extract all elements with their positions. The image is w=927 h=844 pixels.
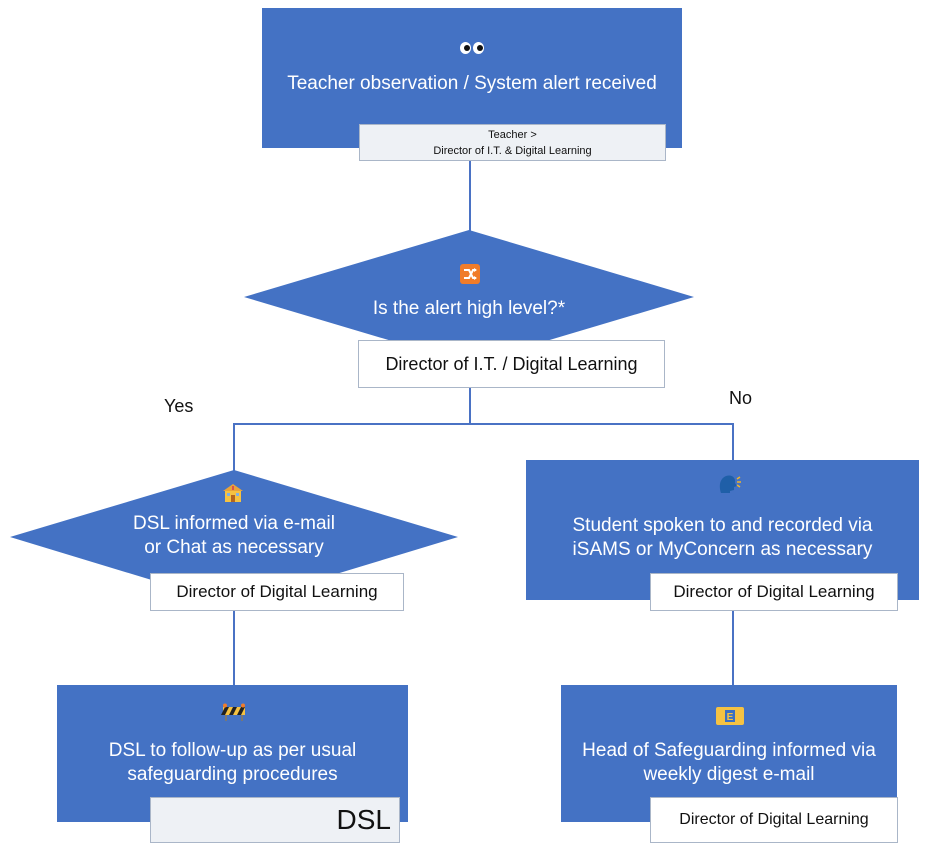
shuffle-icon	[460, 264, 480, 284]
observation-role: Teacher > Director of I.T. & Digital Lea…	[359, 124, 666, 161]
dsl-followup-role: DSL	[150, 797, 400, 843]
e-mail-icon: E	[716, 707, 744, 725]
dsl-informed-title: DSL informed via e-mail or Chat as neces…	[132, 513, 336, 558]
branch-label-yes: Yes	[164, 396, 194, 416]
connector-observation-decision	[469, 160, 471, 238]
head-informed-role: Director of Digital Learning	[650, 797, 898, 843]
connector-student-head	[732, 610, 734, 685]
eyes-icon	[459, 41, 485, 55]
dsl-followup-role-text: DSL	[336, 804, 391, 835]
head-informed-title: Head of Safeguarding informed via weekly…	[582, 740, 876, 785]
student-spoken-role: Director of Digital Learning	[650, 573, 898, 611]
dsl-informed-role: Director of Digital Learning	[150, 573, 404, 611]
construction-barrier-icon	[221, 703, 247, 721]
observation-title: Teacher observation / System alert recei…	[287, 73, 657, 94]
speaking-head-icon	[717, 473, 741, 495]
connector-decision-split	[469, 388, 471, 424]
decision-role: Director of I.T. / Digital Learning	[358, 340, 665, 388]
branch-label-no: No	[729, 388, 753, 408]
connector-split-horizontal	[233, 423, 734, 425]
connector-no-branch	[732, 423, 734, 461]
student-spoken-title: Student spoken to and recorded via iSAMS…	[572, 515, 873, 560]
connector-dsl-informed-followup	[233, 610, 235, 685]
school-icon	[222, 483, 244, 503]
dsl-informed-diamond	[10, 470, 458, 605]
connector-yes-branch	[233, 423, 235, 483]
dsl-followup-title: DSL to follow-up as per usual safeguardi…	[108, 740, 357, 785]
svg-text:E: E	[727, 712, 734, 723]
decision-title: Is the alert high level?*	[372, 298, 566, 319]
decision-diamond	[244, 230, 694, 364]
